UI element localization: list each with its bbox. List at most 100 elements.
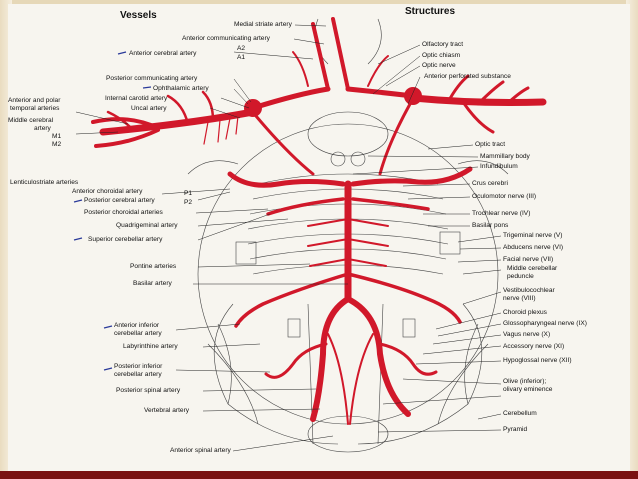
label-p1: P1 (184, 190, 192, 197)
cerebellum-right (357, 303, 483, 445)
superior-cerebellar (266, 197, 430, 216)
structure-leaders (352, 44, 502, 433)
mammillary-body (350, 151, 366, 167)
pen-mark (103, 367, 113, 371)
label-pontine: Pontine arteries (130, 263, 177, 270)
nerve-stump (287, 318, 301, 338)
vertebral-artery-right (345, 296, 411, 417)
anterior-cerebral-a2 (311, 17, 350, 91)
mca-branch (91, 117, 160, 130)
label-anterior-inferior: Anterior inferior (114, 322, 160, 329)
label-labyrinthine: Labyrinthine artery (123, 343, 178, 350)
posterior-cerebral-right (350, 166, 473, 187)
label-basilar: Basilar artery (133, 280, 173, 287)
label-m1: M1 (52, 133, 61, 140)
brainstem-arteries-diagram: Vessels Structures Medial striate artery… (8, 6, 587, 454)
cerebellum-fold (217, 323, 232, 405)
label-uncal: Uncal artery (131, 105, 167, 112)
vessel-labels: Medial striate artery Anterior communica… (8, 21, 293, 454)
cerebellum-fold (464, 323, 479, 405)
cerebellum-fold (207, 343, 259, 425)
label-optic-nerve: Optic nerve (422, 62, 456, 69)
label-oculomotor: Oculomotor nerve (III) (472, 193, 536, 200)
vertebral-artery-left (310, 296, 351, 422)
vessels-heading: Vessels (120, 10, 157, 21)
label-anterior-polar: Anterior and polar (8, 97, 61, 104)
anterior-spinal-artery (327, 333, 374, 425)
label-quadrigeminal: Quadrigeminal artery (116, 222, 178, 229)
label-anterior-choroidal: Anterior choroidal artery (72, 188, 143, 195)
label-olfactory-tract: Olfactory tract (422, 41, 463, 48)
label-internal-carotid: Internal carotid artery (105, 95, 168, 102)
label-anterior-spinal: Anterior spinal artery (170, 447, 232, 454)
anterior-cerebral-a1-left (250, 86, 331, 111)
leader-lines (75, 24, 502, 452)
label-posterior-spinal: Posterior spinal artery (116, 387, 181, 394)
label-glossopharyngeal: Glossopharyngeal nerve (IX) (503, 320, 587, 327)
label-basilar-pons: Basilar pons (472, 222, 509, 229)
label-trigeminal: Trigeminal nerve (V) (503, 232, 562, 239)
label-choroid-plexus: Choroid plexus (503, 309, 548, 316)
label-abducens: Abducens nerve (VI) (503, 244, 563, 251)
label-hypoglossal: Hypoglossal nerve (XII) (503, 357, 572, 364)
posterior-communicating (254, 102, 412, 176)
label-infundibulum: Infundibulum (480, 163, 518, 170)
brain-sketch (187, 18, 509, 453)
label-anterior-cerebral: Anterior cerebral artery (129, 50, 197, 57)
label-posterior-cerebral: Posterior cerebral artery (84, 197, 155, 204)
medial-striate (292, 51, 389, 87)
mca-branch (446, 74, 530, 134)
label-anterior-communicating: Anterior communicating artery (182, 35, 271, 42)
anterior-inferior-cerebellar (234, 272, 462, 328)
anterior-cerebral-a1-right (345, 86, 416, 99)
posterior-inferior-cerebellar (264, 342, 438, 379)
mca-branch (106, 90, 215, 132)
temporal-outline (187, 160, 509, 175)
label-a1: A1 (237, 54, 245, 61)
label-middle-cerebellar: Middle cerebellar (507, 265, 558, 272)
label-optic-tract: Optic tract (475, 141, 505, 148)
label-optic-chiasm: Optic chiasm (422, 52, 461, 59)
trigeminal-stump-left (235, 241, 257, 265)
mca-branch (94, 128, 160, 148)
label-nerve-viii: nerve (VIII) (503, 295, 536, 302)
pen-mark (117, 51, 127, 55)
label-vestibulocochlear: Vestibulocochlear (503, 287, 555, 294)
pen-mark (73, 199, 83, 203)
middle-cerebral-artery-right (409, 94, 547, 106)
label-trochlear: Trochlear nerve (IV) (472, 210, 530, 217)
label-mammillary-body: Mammillary body (480, 153, 531, 160)
structures-heading: Structures (405, 6, 455, 17)
trigeminal-stump-right (439, 231, 461, 255)
label-medial-striate: Medial striate artery (234, 21, 293, 28)
label-anterior-perforated: Anterior perforated substance (424, 73, 511, 80)
annotation-marks (73, 51, 152, 371)
label-olivary-eminence: olivary eminence (503, 386, 553, 393)
label-middle-cerebral-artery: artery (34, 125, 52, 132)
label-peduncle: peduncle (507, 273, 534, 280)
pen-mark (142, 86, 152, 89)
label-cerebellum: Cerebellum (503, 410, 537, 417)
label-superior-cerebellar: Superior cerebellar artery (88, 236, 163, 243)
arteries (91, 17, 547, 425)
label-p2: P2 (184, 199, 192, 206)
vessel-leaders (75, 24, 348, 452)
label-posterior-communicating: Posterior communicating artery (106, 75, 198, 82)
label-pyramid: Pyramid (503, 426, 528, 433)
label-posterior-inferior: Posterior inferior (114, 363, 163, 370)
slide-border-top (0, 0, 638, 4)
label-pica-cerebellar: cerebellar artery (114, 371, 162, 378)
cerebellum-fold (437, 343, 489, 425)
label-posterior-choroidal: Posterior choroidal arteries (84, 209, 163, 216)
label-facial: Facial nerve (VII) (503, 256, 553, 263)
label-temporal-arteries: temporal arteries (10, 105, 60, 112)
label-olive: Olive (inferior); (503, 378, 546, 385)
label-lenticulostriate: Lenticulostriate arteries (10, 179, 79, 186)
mammillary-body (330, 151, 346, 167)
nerve-stump (402, 318, 416, 338)
label-vagus: Vagus nerve (X) (503, 331, 550, 338)
pontine-arteries (307, 218, 389, 267)
structure-labels: Olfactory tract Optic chiasm Optic nerve… (422, 41, 587, 433)
middle-cerebral-artery-left (99, 108, 257, 136)
